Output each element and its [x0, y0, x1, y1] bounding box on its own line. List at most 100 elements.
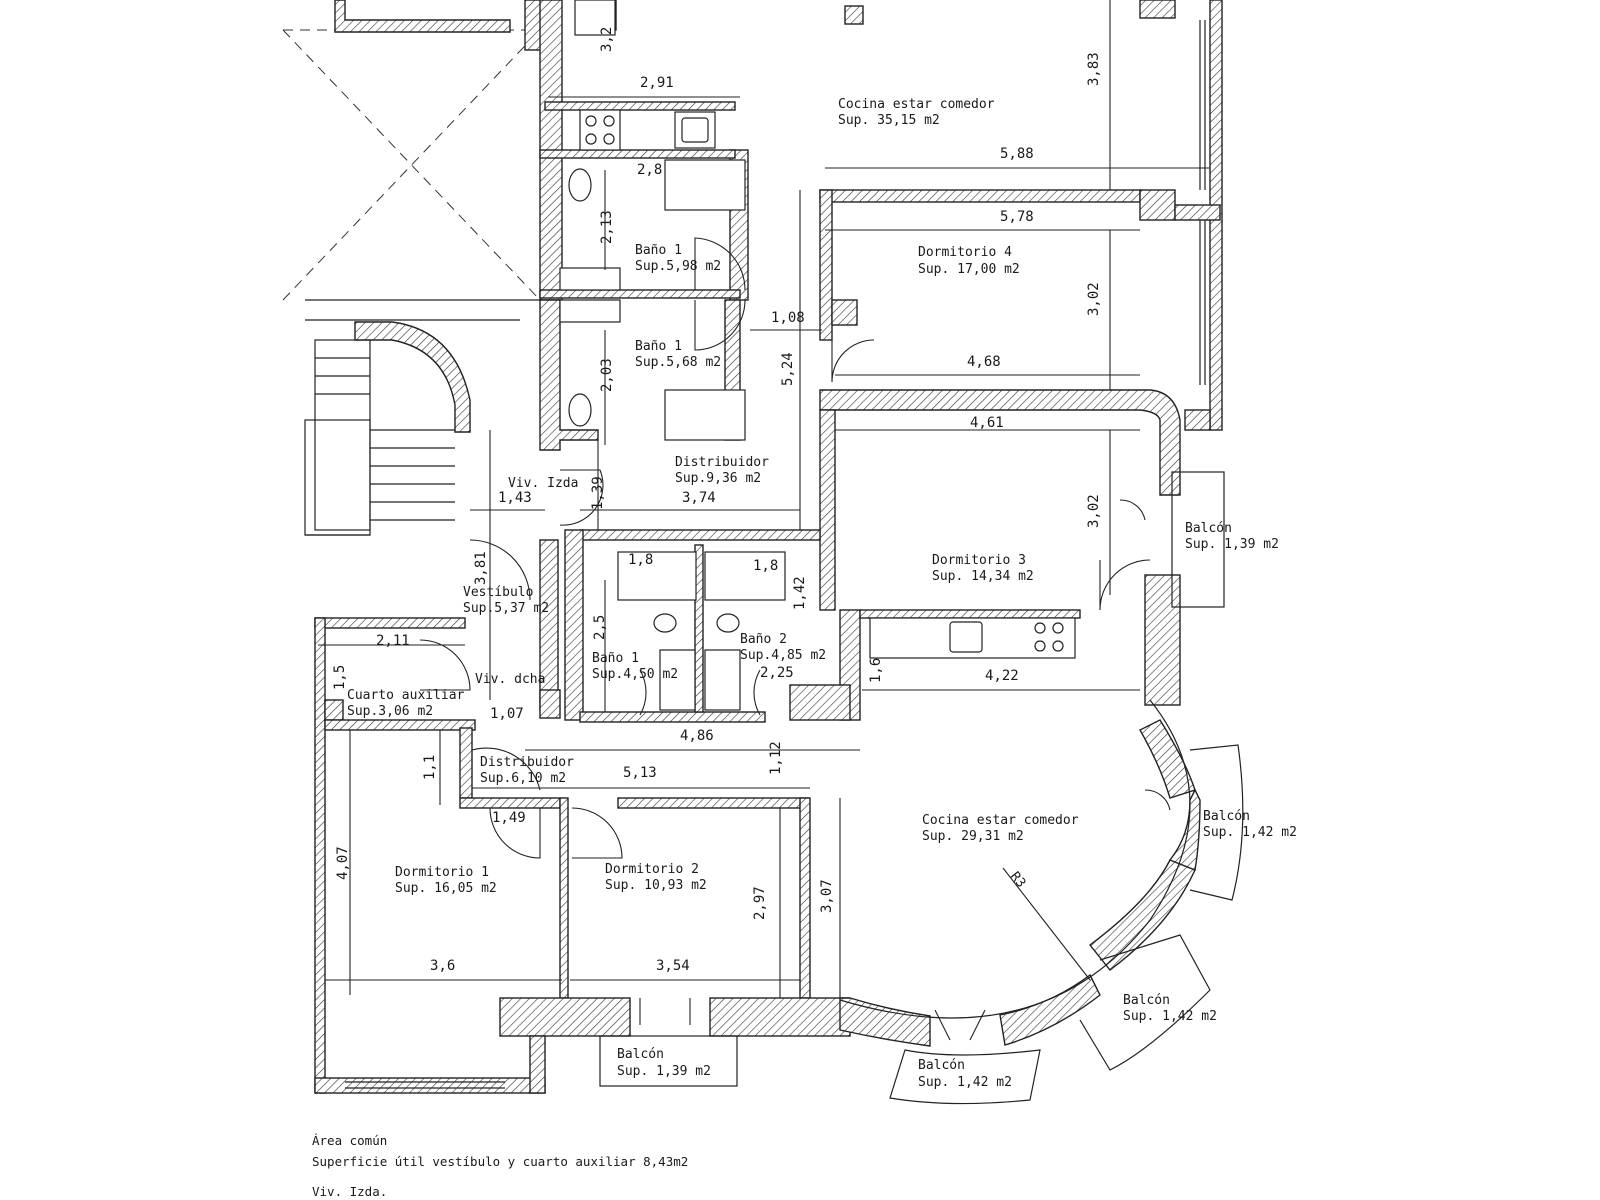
- fixtures: [559, 0, 1076, 711]
- dim-4-22: 4,22: [985, 668, 1019, 684]
- dim-1-8-b: 1,8: [753, 558, 778, 574]
- room-area-balcon-right-top: Sup. 1,39 m2: [1185, 537, 1279, 552]
- room-name-dorm1: Dormitorio 1: [395, 865, 489, 880]
- bathtub-3: [617, 551, 697, 601]
- room-name-dorm3: Dormitorio 3: [932, 553, 1026, 568]
- label-radius: R3: [1007, 869, 1028, 891]
- dim-4-07: 4,07: [335, 846, 351, 880]
- room-name-balcon-bottom-mid: Balcón: [918, 1058, 965, 1073]
- dim-5-88: 5,88: [1000, 146, 1034, 162]
- windows: [345, 20, 1206, 1089]
- room-name-vestibulo: Vestíbulo: [463, 585, 533, 600]
- dim-5-13: 5,13: [623, 765, 657, 781]
- bathtub-1: [664, 159, 746, 211]
- dimension-lines: [318, 0, 1210, 998]
- dim-5-24: 5,24: [780, 352, 796, 386]
- room-area-dorm2: Sup. 10,93 m2: [605, 878, 707, 893]
- dim-1-39: 1,39: [590, 476, 606, 510]
- footer-notes: Área común Superficie útil vestíbulo y c…: [312, 1133, 688, 1199]
- room-area-bano1-a: Sup.5,98 m2: [635, 259, 721, 274]
- room-name-balcon-right-top: Balcón: [1185, 521, 1232, 536]
- dim-1-49: 1,49: [492, 810, 526, 826]
- dim-2-11: 2,11: [376, 633, 410, 649]
- toilet-4: [716, 613, 740, 633]
- stair-treads: [315, 357, 455, 521]
- dim-2-91: 2,91: [640, 75, 674, 91]
- room-area-dorm3: Sup. 14,34 m2: [932, 569, 1034, 584]
- dim-1-5: 1,5: [332, 665, 348, 690]
- dim-1-42: 1,42: [792, 576, 808, 610]
- area-comun-title: Área común: [312, 1133, 387, 1148]
- dim-5-78: 5,78: [1000, 209, 1034, 225]
- dim-2-25: 2,25: [760, 665, 794, 681]
- room-name-bano2: Baño 2: [740, 632, 787, 647]
- dim-2-8: 2,8: [637, 162, 662, 178]
- room-name-distrib-top: Distribuidor: [675, 455, 769, 470]
- room-name-balcon-right-low: Balcón: [1123, 993, 1170, 1008]
- dim-3-81: 3,81: [473, 551, 489, 585]
- room-area-bano1-c: Sup.4,50 m2: [592, 667, 678, 682]
- room-labels: Cocina estar comedor Sup. 35,15 m2 Baño …: [347, 97, 1297, 1090]
- area-comun-text: Superficie útil vestíbulo y cuarto auxil…: [312, 1154, 688, 1169]
- room-area-bano2: Sup.4,85 m2: [740, 648, 826, 663]
- room-area-distrib-bottom: Sup.6,10 m2: [480, 771, 566, 786]
- room-area-balcon-bottom-mid: Sup. 1,42 m2: [918, 1075, 1012, 1090]
- living-room-arc: [839, 699, 1191, 1019]
- dim-1-8-a: 1,8: [628, 552, 653, 568]
- room-area-bano1-b: Sup.5,68 m2: [635, 355, 721, 370]
- toilet-1: [568, 168, 592, 202]
- dim-4-86: 4,86: [680, 728, 714, 744]
- room-area-dorm4: Sup. 17,00 m2: [918, 262, 1020, 277]
- dim-3-54: 3,54: [656, 958, 690, 974]
- dim-4-68: 4,68: [967, 354, 1001, 370]
- dim-1-6: 1,6: [868, 658, 884, 683]
- room-name-balcon-right-mid: Balcón: [1203, 809, 1250, 824]
- room-name-bano1-c: Baño 1: [592, 651, 639, 666]
- room-name-bano1-a: Baño 1: [635, 243, 682, 258]
- dim-3-6: 3,6: [430, 958, 455, 974]
- room-area-vestibulo: Sup.5,37 m2: [463, 601, 549, 616]
- dim-2-97: 2,97: [752, 886, 768, 920]
- balcony-outlines: [599, 471, 1244, 1105]
- dim-2-13: 2,13: [599, 210, 615, 244]
- dim-3-2: 3,2: [599, 27, 615, 52]
- dim-3-74: 3,74: [682, 490, 716, 506]
- dim-3-02-b: 3,02: [1086, 494, 1102, 528]
- dim-2-03: 2,03: [599, 358, 615, 392]
- room-name-cocina-top: Cocina estar comedor: [838, 97, 995, 112]
- room-area-cocina-top: Sup. 35,15 m2: [838, 113, 940, 128]
- dim-3-83: 3,83: [1086, 52, 1102, 86]
- walls-bottom: [314, 617, 1201, 1094]
- dim-4-61: 4,61: [970, 415, 1004, 431]
- room-area-cocina-bottom: Sup. 29,31 m2: [922, 829, 1024, 844]
- room-name-dorm2: Dormitorio 2: [605, 862, 699, 877]
- label-viv-izda: Viv. Izda: [508, 476, 578, 491]
- dim-1-43: 1,43: [498, 490, 532, 506]
- room-area-balcon-right-low: Sup. 1,42 m2: [1123, 1009, 1217, 1024]
- room-name-cocina-bottom: Cocina estar comedor: [922, 813, 1079, 828]
- kitchen-hob-top: [579, 109, 621, 151]
- dim-1-12: 1,12: [768, 741, 784, 775]
- stair-core: [282, 29, 541, 536]
- dim-3-07: 3,07: [819, 879, 835, 913]
- toilet-2: [568, 393, 592, 427]
- dim-1-07: 1,07: [490, 706, 524, 722]
- viv-izda-footer: Viv. Izda.: [312, 1184, 387, 1199]
- dim-1-1: 1,1: [422, 755, 438, 780]
- label-viv-dcha: Viv. dcha: [475, 672, 545, 687]
- room-area-dorm1: Sup. 16,05 m2: [395, 881, 497, 896]
- room-area-cuarto-aux: Sup.3,06 m2: [347, 704, 433, 719]
- room-area-distrib-top: Sup.9,36 m2: [675, 471, 761, 486]
- room-name-dorm4: Dormitorio 4: [918, 245, 1012, 260]
- room-area-balcon-right-mid: Sup. 1,42 m2: [1203, 825, 1297, 840]
- doors: [419, 237, 1171, 1041]
- room-name-bano1-b: Baño 1: [635, 339, 682, 354]
- bathtub-2: [664, 389, 746, 441]
- dim-2-5: 2,5: [592, 615, 608, 640]
- bathtub-4: [704, 551, 786, 601]
- dimension-labels: 3,2 2,91 3,83 5,88 2,8 2,13 5,78 3,02 1,…: [332, 27, 1102, 974]
- room-area-balcon-bottom-left: Sup. 1,39 m2: [617, 1064, 711, 1079]
- toilet-3: [653, 613, 677, 633]
- dim-1-08: 1,08: [771, 310, 805, 326]
